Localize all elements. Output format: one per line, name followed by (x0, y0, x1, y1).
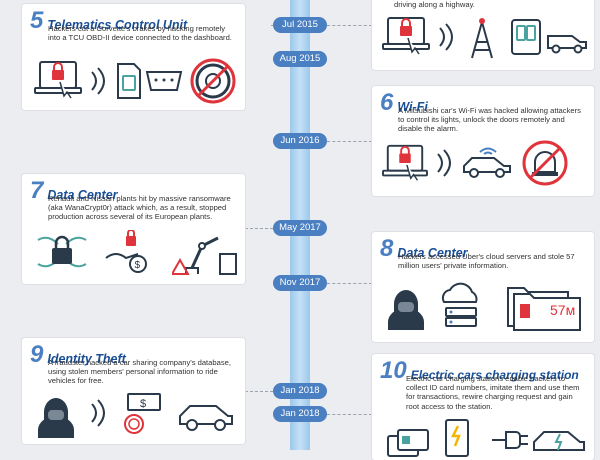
money-fingerprint-icon: $ (124, 393, 161, 434)
event-10-title: Electric cars charging station (410, 368, 579, 382)
connector (327, 283, 372, 285)
event-9-desc: A fraudster hacked a car sharing company… (48, 358, 231, 386)
date-jun-2016: Jun 2016 (273, 133, 327, 149)
wifi-car-icon (463, 147, 511, 178)
date-jan-2018-a: Jan 2018 (273, 383, 327, 399)
event-card-4: driving along a highway. (372, 0, 594, 70)
robot-arm-icon (172, 236, 237, 275)
connector (327, 25, 372, 27)
connector (327, 414, 372, 416)
event-9-number: 9 (30, 341, 44, 368)
event-card-9: 9 Identity Theft A fraudster hacked a ca… (22, 338, 245, 444)
van-icon (547, 35, 587, 54)
connector (271, 25, 273, 27)
event-10-number: 10 (380, 357, 407, 384)
signal-waves-icon (91, 67, 105, 95)
event-6-title: Wi-Fi (397, 100, 428, 114)
date-jul-2015: Jul 2015 (273, 17, 327, 33)
event-7-number: 7 (30, 177, 44, 204)
event-card-8: 8 Data Center Hackers accessed Uber's cl… (372, 232, 594, 342)
sim-card-icon (117, 63, 141, 99)
event-8-number: 8 (380, 235, 394, 262)
event-card-6: 6 Wi-Fi A Mitsubishi car's Wi-Fi was hac… (372, 86, 594, 196)
shared-car-icon (179, 405, 233, 431)
event-6-desc: A Mitsubishi car's Wi-Fi was hacked allo… (398, 106, 581, 134)
chained-lock-icon (37, 235, 87, 268)
laptop-lock-icon (382, 144, 428, 181)
date-may-2017: May 2017 (273, 220, 327, 236)
hacker-icon (38, 398, 74, 438)
event-7-title: Data Center (47, 188, 118, 202)
event-card-5: 5 Telematics Control Unit Hackers cut a … (22, 4, 245, 110)
event-8-desc: Hackers accessed Uber's cloud servers an… (398, 252, 575, 271)
signal-waves-icon (91, 399, 105, 427)
cloud-server-icon (441, 282, 478, 327)
stolen-users-badge: 57м (550, 302, 576, 318)
event-8-title: Data Center (397, 246, 468, 260)
charging-plug-icon (492, 431, 528, 449)
svg-text:$: $ (140, 398, 146, 410)
date-jan-2018-b: Jan 2018 (273, 406, 327, 422)
gauge-panel-icon (511, 19, 541, 55)
no-alarm-icon (522, 140, 568, 186)
event-5-number: 5 (30, 7, 44, 34)
hacker-icon (388, 290, 424, 330)
signal-waves-icon (437, 149, 451, 177)
svg-text:$: $ (135, 260, 141, 271)
event-10-desc: Electric car charging stations enable ha… (406, 374, 580, 411)
charging-station-icon (445, 419, 469, 457)
event-9-title: Identity Theft (47, 352, 126, 366)
event-card-7: 7 Data Center Renault and Nissan plants … (22, 174, 245, 284)
event-4-desc: driving along a highway. (394, 0, 475, 9)
laptop-lock-icon (382, 17, 430, 55)
electric-car-icon (533, 431, 585, 451)
laptop-lock-icon (34, 61, 82, 99)
event-7-desc: Renault and Nissan plants hit by massive… (48, 194, 231, 222)
connector (245, 391, 273, 393)
connector (327, 141, 372, 143)
date-nov-2017: Nov 2017 (273, 275, 327, 291)
ransom-money-icon: $ (105, 230, 147, 273)
cell-tower-icon (471, 18, 493, 59)
id-cards-icon (387, 429, 429, 457)
connector (245, 228, 273, 230)
event-5-desc: Hackers cut a Corvette's brakes by hacki… (48, 24, 232, 43)
no-brakes-icon (190, 58, 236, 104)
event-card-10: 10 Electric cars charging station Electr… (372, 354, 594, 460)
event-5-title: Telematics Control Unit (47, 18, 188, 32)
signal-waves-icon (439, 23, 453, 51)
obd-device-icon (145, 71, 183, 91)
stolen-data-folders-icon (507, 287, 581, 331)
date-aug-2015: Aug 2015 (273, 51, 327, 67)
event-6-number: 6 (380, 89, 394, 116)
event-4-icons (380, 14, 587, 64)
